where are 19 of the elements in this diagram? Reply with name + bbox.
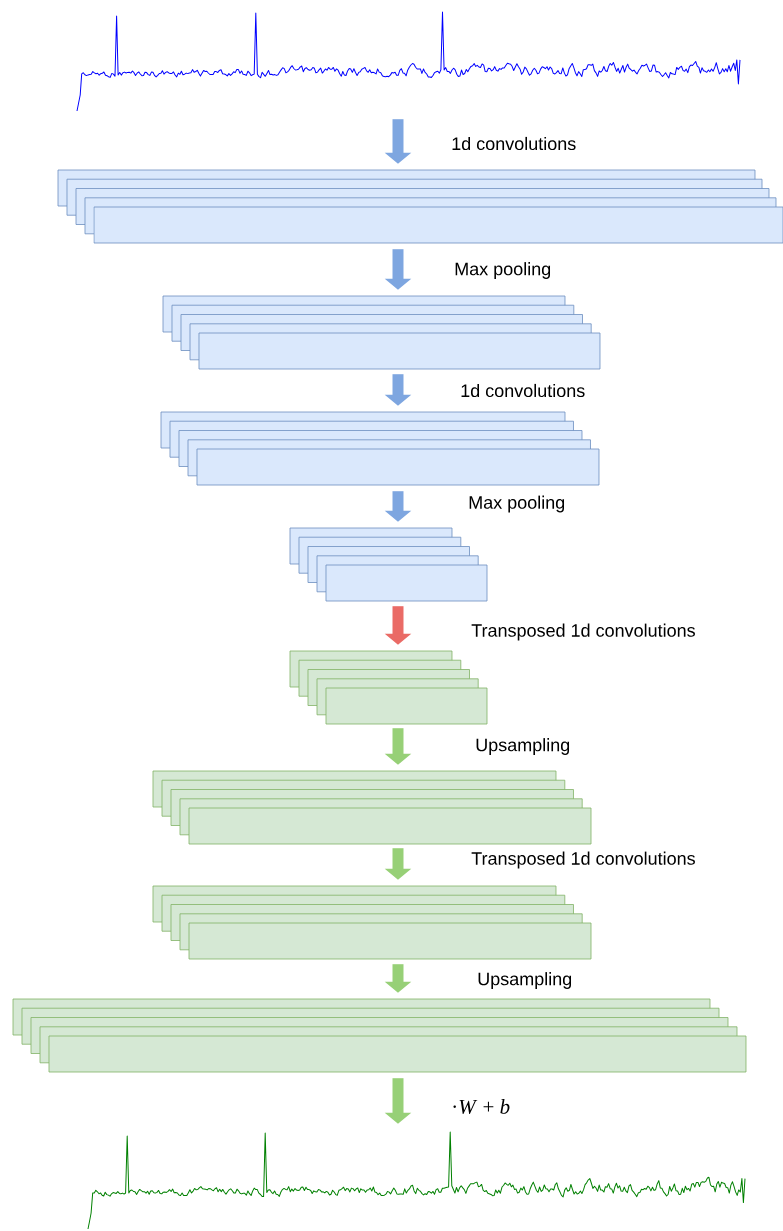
signal-plot-drawing — [76, 11, 741, 112]
feature-map-stack — [152, 770, 592, 845]
feature-map-stack — [160, 411, 600, 486]
feature-map-stack — [289, 650, 488, 725]
edge-label: Max pooling — [467, 494, 567, 514]
feature-map-stack — [289, 527, 488, 602]
edge-label: 1d convolutions — [450, 135, 578, 152]
edge-label: ·W + b — [450, 1098, 512, 1115]
edge-label: Transposed 1d convolutions — [470, 622, 697, 642]
feature-map-stack — [12, 998, 747, 1073]
feature-map-stack — [57, 169, 783, 244]
feature-map-stack — [162, 295, 601, 370]
feature-map-stack — [152, 885, 592, 960]
edge-label: Upsampling — [474, 737, 572, 756]
signal-plot-drawing — [87, 1131, 746, 1230]
edge-label: Transposed 1d convolutions — [470, 850, 697, 870]
edge-label: 1d convolutions — [459, 382, 587, 399]
edge-label: Upsampling — [476, 971, 574, 990]
edge-label: Max pooling — [453, 261, 553, 280]
